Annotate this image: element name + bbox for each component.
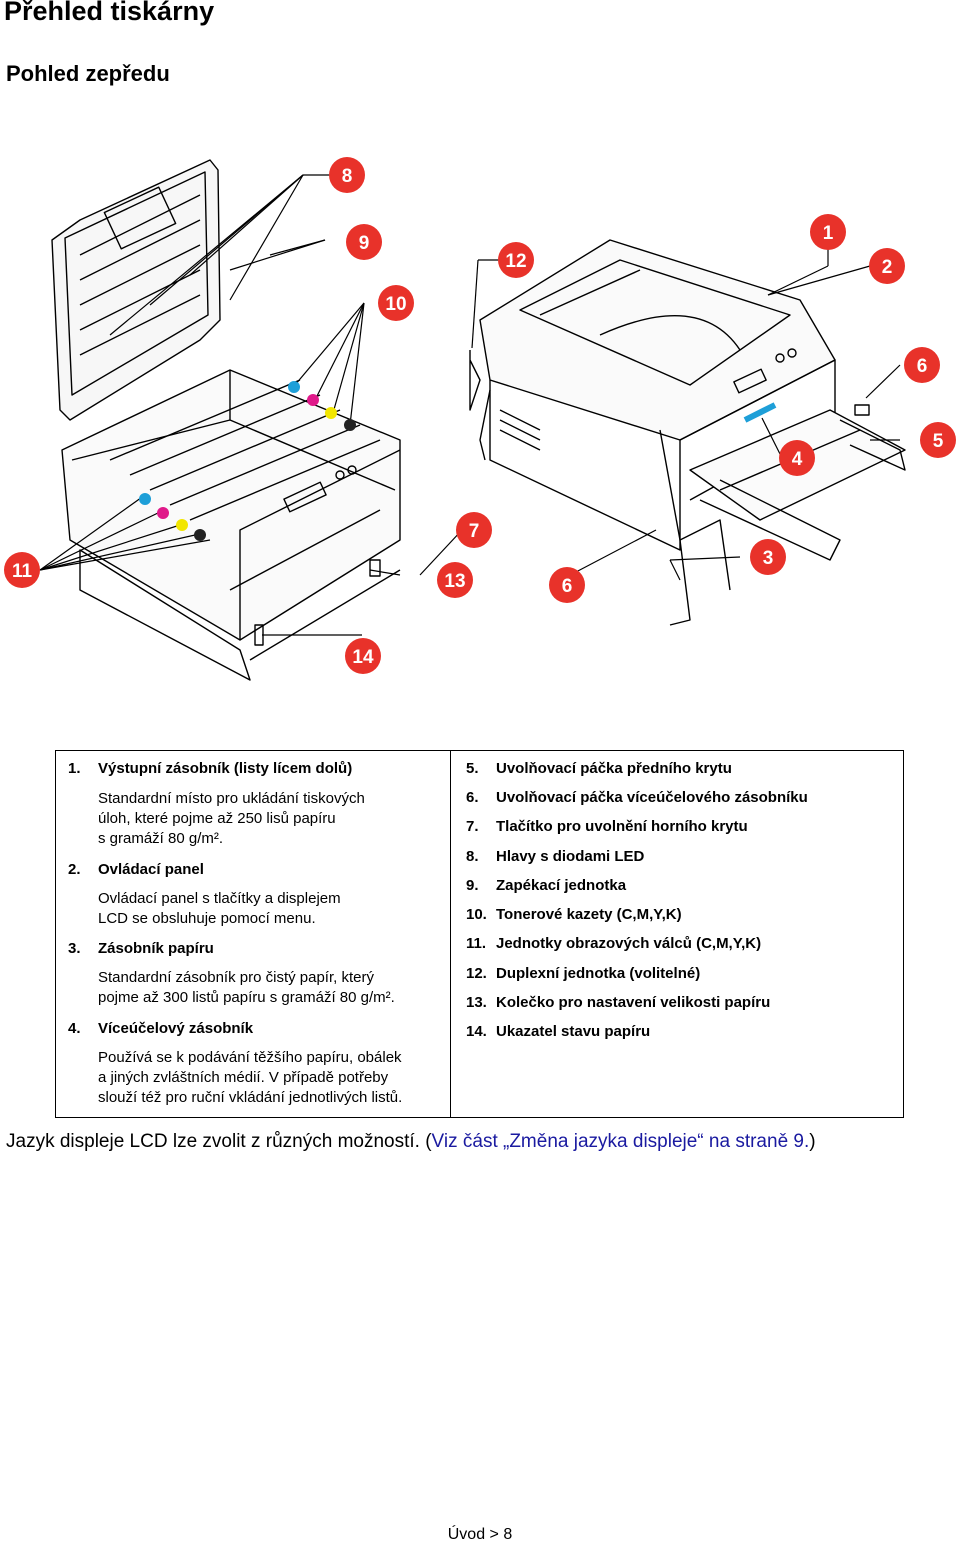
legend-item-title: Uvolňovací páčka předního krytu (496, 760, 732, 777)
legend-item-description: Standardní zásobník pro čistý papír, kte… (98, 969, 395, 1006)
callout-11: 11 (4, 552, 40, 588)
callout-13: 13 (437, 562, 473, 598)
page-number: Úvod > 8 (447, 1526, 513, 1543)
callout-number: 6 (917, 356, 928, 377)
legend-item-description: Používá se k podávání těžšího papíru, ob… (98, 1049, 403, 1106)
callout-circle (4, 552, 40, 588)
footnote-text: Jazyk displeje LCD lze zvolit z různých … (6, 1131, 432, 1152)
legend-item-number: 6. (466, 789, 479, 806)
legend-item-number: 5. (466, 760, 479, 777)
callout-3: 3 (750, 539, 786, 575)
callout-circle (437, 562, 473, 598)
legend-item-title: Zásobník papíru (98, 940, 214, 957)
legend-item-title: Výstupní zásobník (listy lícem dolů) (98, 760, 353, 777)
open-printer-drawing (51, 159, 401, 681)
callout-number: 1 (823, 223, 834, 244)
legend-item-description: Ovládací panel s tlačítky a displejem LC… (98, 890, 341, 927)
magenta-dot (307, 394, 319, 406)
legend-item-description: Standardní místo pro ukládání tiskových … (98, 790, 365, 847)
legend-item-number: 9. (466, 877, 479, 894)
callout-number: 3 (763, 548, 774, 569)
callout-circle (779, 440, 815, 476)
cyan-dot (288, 381, 300, 393)
callout-number: 10 (385, 294, 406, 315)
callout-12: 12 (498, 242, 534, 278)
closed-printer-drawing (469, 239, 906, 626)
black-dot (194, 529, 206, 541)
yellow-dot (176, 519, 188, 531)
callout-6: 6 (904, 347, 940, 383)
legend-item-number: 11. (466, 935, 487, 952)
legend-item-title: Ovládací panel (98, 861, 204, 878)
callout-6: 6 (549, 567, 585, 603)
legend-item-title: Tonerové kazety (C,M,Y,K) (496, 906, 682, 923)
legend-item-number: 3. (68, 940, 81, 957)
callout-number: 13 (444, 571, 465, 592)
legend-item-title: Zapékací jednotka (496, 877, 627, 894)
legend-item-title: Duplexní jednotka (volitelné) (496, 965, 701, 982)
legend-item-number: 4. (68, 1020, 81, 1037)
callout-1: 1 (810, 214, 846, 250)
page-title: Přehled tiskárny (4, 0, 215, 26)
callout-number: 9 (359, 233, 370, 254)
legend-item-number: 1. (68, 760, 81, 777)
callout-4: 4 (779, 440, 815, 476)
callout-number: 2 (882, 257, 893, 278)
cross-reference-link[interactable]: Viz část „Změna jazyka displeje“ na stra… (431, 1131, 810, 1152)
callout-circle (920, 422, 956, 458)
legend-item-number: 7. (466, 818, 479, 835)
callout-circle (456, 512, 492, 548)
footnote-end: ) (809, 1131, 816, 1152)
callout-8: 8 (329, 157, 365, 193)
callout-7: 7 (456, 512, 492, 548)
legend-item-title: Tlačítko pro uvolnění horního krytu (496, 818, 748, 835)
footnote: Jazyk displeje LCD lze zvolit z různých … (6, 1131, 816, 1153)
callout-2: 2 (869, 248, 905, 284)
legend-item-number: 13. (466, 994, 487, 1011)
callout-circle (904, 347, 940, 383)
callout-circle (810, 214, 846, 250)
legend-item-title: Ukazatel stavu papíru (496, 1023, 651, 1040)
magenta-dot (157, 507, 169, 519)
legend-item-title: Hlavy s diodami LED (496, 848, 645, 865)
legend-item-title: Jednotky obrazových válců (C,M,Y,K) (496, 935, 762, 952)
callout-number: 6 (562, 576, 573, 597)
callout-circle (549, 567, 585, 603)
legend-item-number: 8. (466, 848, 479, 865)
callout-9: 9 (346, 224, 382, 260)
callout-number: 11 (12, 561, 33, 582)
callout-number: 14 (352, 647, 374, 668)
page-subtitle: Pohled zepředu (6, 61, 170, 86)
legend-item-number: 2. (68, 861, 81, 878)
callout-circle (869, 248, 905, 284)
callout-number: 7 (469, 521, 480, 542)
legend-item-number: 10. (466, 906, 487, 923)
callout-14: 14 (345, 638, 381, 674)
legend-item-number: 12. (466, 965, 487, 982)
callout-circle (345, 638, 381, 674)
legend-item-title: Kolečko pro nastavení velikosti papíru (496, 994, 771, 1011)
cyan-dot (139, 493, 151, 505)
legend-divider (450, 751, 451, 1117)
callout-circle (750, 539, 786, 575)
callout-circle (498, 242, 534, 278)
callout-number: 12 (505, 251, 526, 272)
callout-circle (329, 157, 365, 193)
black-dot (344, 419, 356, 431)
legend-item-title: Víceúčelový zásobník (98, 1020, 254, 1037)
callout-number: 4 (792, 449, 803, 470)
callout-5: 5 (920, 422, 956, 458)
legend-item-title: Uvolňovací páčka víceúčelového zásobníku (496, 789, 808, 806)
legend-item-number: 14. (466, 1023, 487, 1040)
callout-circle (346, 224, 382, 260)
callout-number: 5 (933, 431, 944, 452)
yellow-dot (325, 407, 337, 419)
callout-number: 8 (342, 166, 353, 187)
callout-10: 10 (378, 285, 414, 321)
callout-circle (378, 285, 414, 321)
legend-table: 1. Výstupní zásobník (listy lícem dolů) … (55, 750, 904, 1118)
